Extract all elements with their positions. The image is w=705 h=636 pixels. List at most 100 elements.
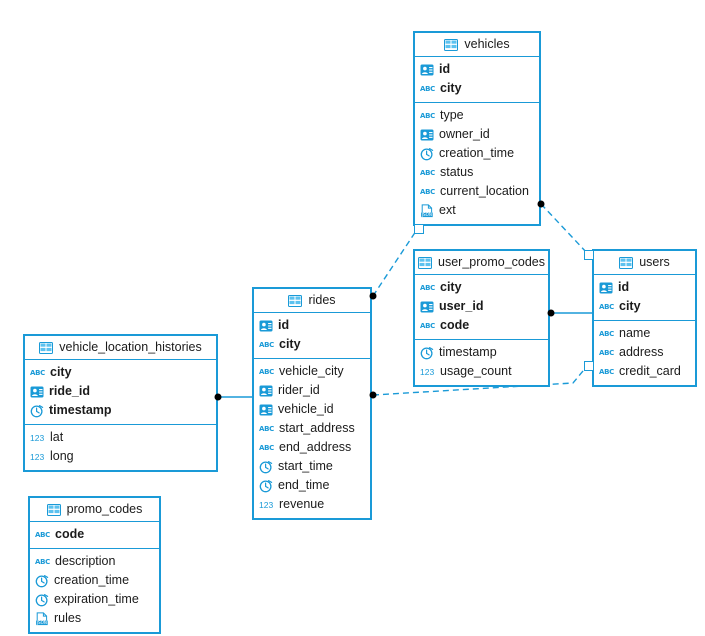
column-row[interactable]: user_id — [415, 297, 548, 316]
column-name: name — [619, 326, 651, 341]
table-icon — [39, 341, 54, 355]
entity-header-rides[interactable]: rides — [254, 289, 370, 313]
column-name: start_time — [278, 459, 333, 474]
column-name: creation_time — [54, 573, 130, 588]
column-row[interactable]: creation_time — [30, 571, 159, 590]
column-name: timestamp — [49, 403, 112, 418]
column-row[interactable]: ABC city — [594, 297, 695, 316]
string-abc-icon: ABC — [35, 557, 50, 566]
entity-header-users[interactable]: users — [594, 251, 695, 275]
column-name: creation_time — [439, 146, 515, 161]
table-icon — [418, 256, 432, 270]
number-123-icon: 123 — [259, 499, 274, 510]
string-abc-icon: ABC — [420, 187, 435, 196]
column-name: type — [440, 108, 464, 123]
column-row[interactable]: id — [254, 316, 370, 335]
column-name: expiration_time — [54, 592, 139, 607]
key-id-icon — [420, 63, 434, 77]
timestamp-clock-icon — [35, 574, 49, 588]
column-name: current_location — [440, 184, 529, 199]
timestamp-clock-icon — [420, 346, 434, 360]
timestamp-clock-icon — [420, 147, 434, 161]
entity-header-vehicle_location_histories[interactable]: vehicle_location_histories — [25, 336, 216, 360]
column-row[interactable]: ABC current_location — [415, 182, 539, 201]
column-name: description — [55, 554, 116, 569]
column-row[interactable]: creation_time — [415, 144, 539, 163]
column-row[interactable]: rider_id — [254, 381, 370, 400]
column-row[interactable]: expiration_time — [30, 590, 159, 609]
column-name: city — [619, 299, 641, 314]
entity-header-vehicles[interactable]: vehicles — [415, 33, 539, 57]
column-row[interactable]: ride_id — [25, 382, 216, 401]
relationship-square-marker-rel-vehicles-users-end — [584, 250, 594, 260]
entity-header-promo_codes[interactable]: promo_codes — [30, 498, 159, 522]
column-name: start_address — [279, 421, 355, 436]
timestamp-clock-icon — [259, 460, 273, 474]
column-row[interactable]: ABC description — [30, 552, 159, 571]
column-row[interactable]: start_time — [254, 457, 370, 476]
entity-header-user_promo_codes[interactable]: user_promo_codes — [415, 251, 548, 275]
column-row[interactable]: owner_id — [415, 125, 539, 144]
string-abc-icon: ABC — [420, 168, 435, 177]
key-id-icon — [259, 319, 273, 333]
key-id-icon — [420, 300, 434, 314]
column-row[interactable]: timestamp — [415, 343, 548, 362]
column-row[interactable]: end_time — [254, 476, 370, 495]
relationship-dot-marker-rel-upc-users-start — [547, 309, 555, 317]
column-name: city — [279, 337, 301, 352]
column-row[interactable]: id — [415, 60, 539, 79]
column-row[interactable]: timestamp — [25, 401, 216, 420]
column-row[interactable]: id — [594, 278, 695, 297]
column-name: id — [618, 280, 630, 295]
column-row[interactable]: vehicle_id — [254, 400, 370, 419]
string-abc-icon: ABC — [420, 111, 435, 120]
timestamp-clock-icon — [35, 593, 49, 607]
string-abc-icon: ABC — [599, 302, 614, 311]
number-123-icon: 123 — [30, 432, 45, 443]
string-abc-icon: ABC — [420, 84, 435, 93]
entity-title: user_promo_codes — [438, 255, 546, 270]
table-icon — [444, 38, 459, 52]
relationship-dot-marker-rel-rides-users-start — [369, 391, 377, 399]
relationship-line-rel-vehicles-rides[interactable] — [372, 227, 419, 297]
relationship-line-rel-vehicles-users[interactable] — [540, 203, 589, 255]
table-icon — [619, 256, 634, 270]
relationship-dot-marker-rel-vehicles-rides-start — [369, 292, 377, 300]
column-name: vehicle_id — [278, 402, 334, 417]
column-row[interactable]: ABC type — [415, 106, 539, 125]
column-name: owner_id — [439, 127, 490, 142]
